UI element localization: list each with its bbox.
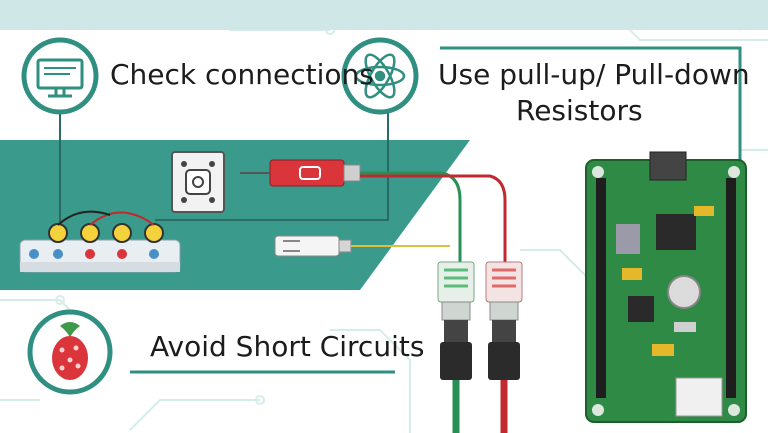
push-button-module — [171, 151, 225, 213]
tip-check-connections-label: Check connections — [110, 58, 374, 91]
monitor-icon — [36, 58, 84, 98]
tip-avoid-short-label: Avoid Short Circuits — [150, 330, 425, 363]
atom-icon — [354, 53, 406, 99]
green-wire — [360, 171, 462, 262]
red-wire — [360, 174, 507, 262]
red-usb-connector — [240, 159, 361, 187]
green-jumper-connector — [437, 261, 475, 433]
microcontroller-board — [585, 151, 747, 423]
breadboard — [19, 210, 181, 273]
connector-line-pull — [155, 112, 389, 221]
raspberry-icon — [52, 322, 88, 380]
top-band — [0, 0, 768, 30]
tip-pull-resistors-label-line2: Resistors — [516, 94, 643, 127]
red-jumper-connector — [485, 261, 523, 433]
tip-pull-resistors-label-line1: Use pull-up/ Pull-down — [438, 58, 750, 91]
avoid-short-icon-badge — [27, 309, 113, 395]
white-usb-connector — [274, 235, 352, 257]
pull-resistors-icon-badge — [341, 37, 419, 115]
check-connections-icon-badge — [21, 37, 99, 115]
frame-line — [440, 46, 742, 160]
